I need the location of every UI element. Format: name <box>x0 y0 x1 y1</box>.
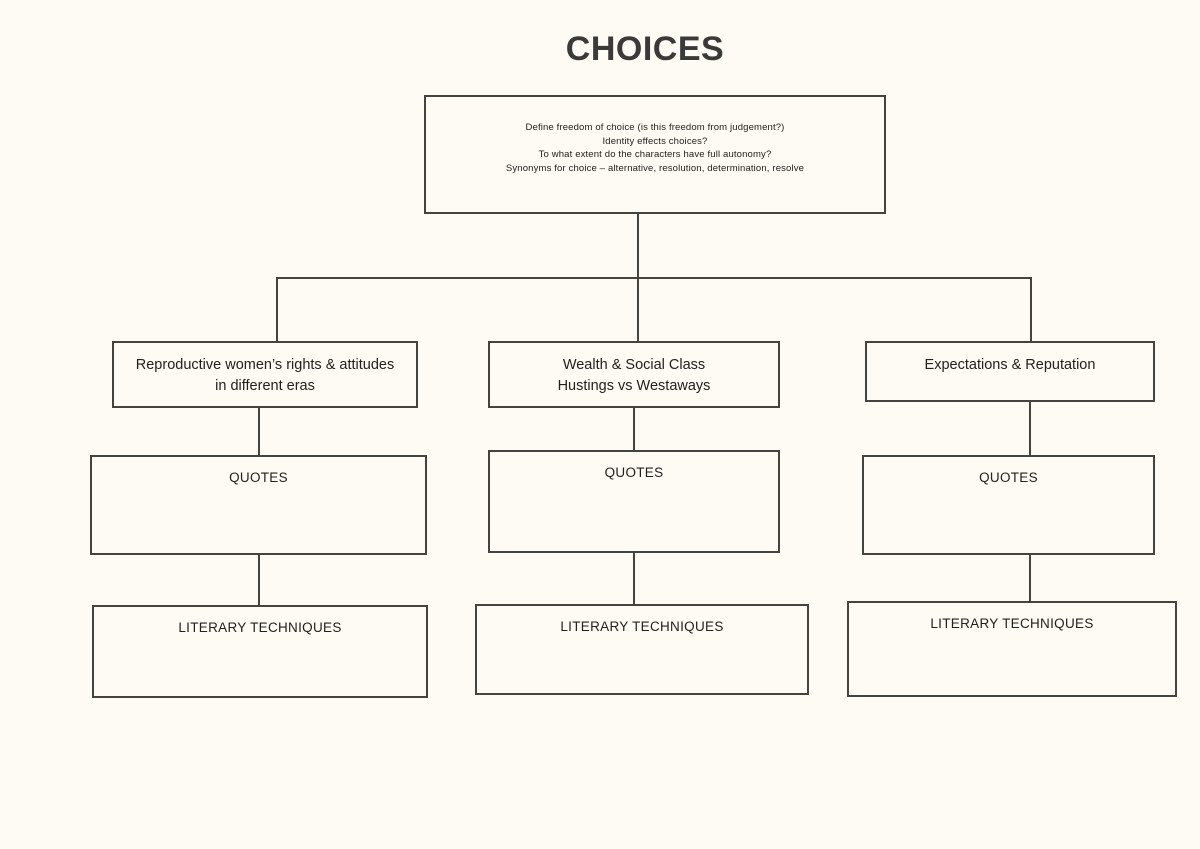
branch-label-column-1: Reproductive women’s rights & attitudes … <box>135 357 395 394</box>
techniques-label-column-3: LITERARY TECHNIQUES <box>930 616 1094 631</box>
quotes-node-column-3[interactable]: QUOTES <box>862 455 1155 555</box>
connector-quotes-to-techniques-column-1 <box>258 553 260 607</box>
connector-branch-to-quotes-column-2 <box>633 406 635 452</box>
connector-quotes-to-techniques-column-2 <box>633 551 635 606</box>
quotes-label-column-1: QUOTES <box>229 470 288 485</box>
techniques-label-column-2: LITERARY TECHNIQUES <box>560 619 724 634</box>
quotes-label-column-2: QUOTES <box>604 465 664 480</box>
connector-root-stem <box>637 214 639 278</box>
techniques-node-column-3[interactable]: LITERARY TECHNIQUES <box>847 601 1177 697</box>
quotes-label-column-3: QUOTES <box>979 470 1038 485</box>
connector-drop-column-3 <box>1030 277 1032 343</box>
connector-horizontal-bus <box>276 277 1031 279</box>
techniques-label-column-1: LITERARY TECHNIQUES <box>178 620 342 635</box>
root-node-text: Define freedom of choice (is this freedo… <box>505 122 805 174</box>
connector-drop-column-2 <box>637 277 639 343</box>
connector-branch-to-quotes-column-1 <box>258 406 260 457</box>
branch-label-column-3: Expectations & Reputation <box>924 357 1096 373</box>
branch-label-column-2: Wealth & Social Class Hustings vs Westaw… <box>557 357 711 394</box>
connector-drop-column-1 <box>276 277 278 343</box>
techniques-node-column-1[interactable]: LITERARY TECHNIQUES <box>92 605 428 698</box>
connector-quotes-to-techniques-column-3 <box>1029 553 1031 603</box>
branch-node-column-3[interactable]: Expectations & Reputation <box>865 341 1155 402</box>
quotes-node-column-2[interactable]: QUOTES <box>488 450 780 553</box>
quotes-node-column-1[interactable]: QUOTES <box>90 455 427 555</box>
connector-branch-to-quotes-column-3 <box>1029 400 1031 457</box>
branch-node-column-1[interactable]: Reproductive women’s rights & attitudes … <box>112 341 418 408</box>
techniques-node-column-2[interactable]: LITERARY TECHNIQUES <box>475 604 809 695</box>
branch-node-column-2[interactable]: Wealth & Social Class Hustings vs Westaw… <box>488 341 780 408</box>
root-node-questions[interactable]: Define freedom of choice (is this freedo… <box>424 95 886 214</box>
page-title: CHOICES <box>565 30 725 68</box>
